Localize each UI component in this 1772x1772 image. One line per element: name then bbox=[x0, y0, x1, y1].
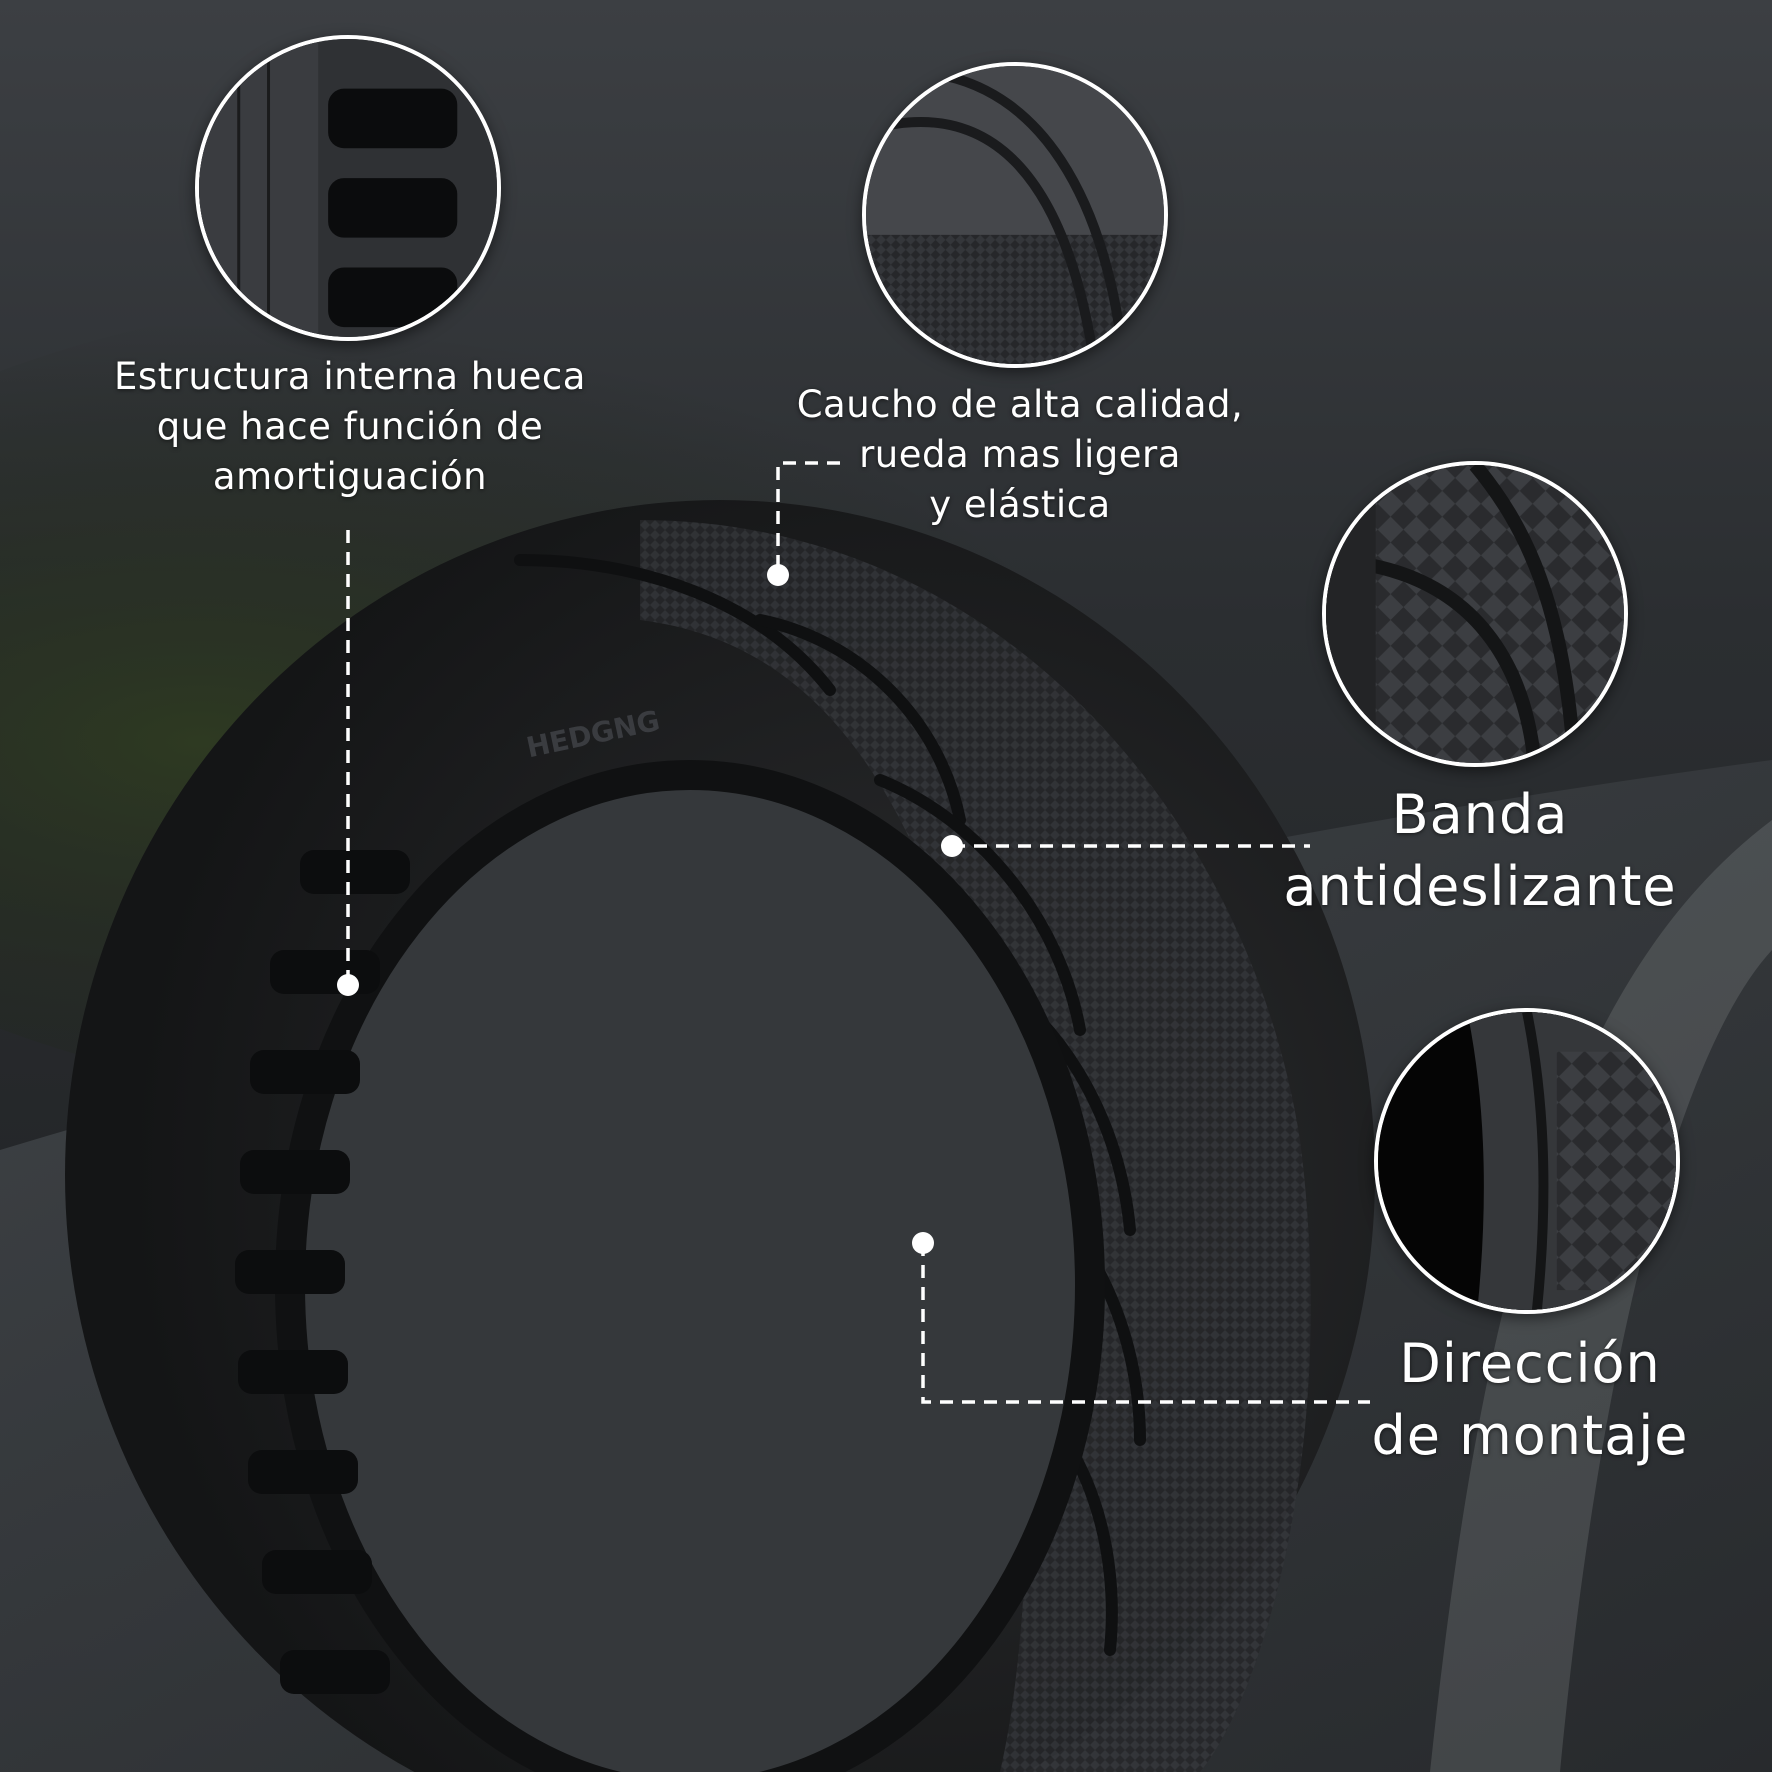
callout-antislip-band: Banda antideslizante bbox=[1260, 779, 1700, 923]
callout-line: que hace función de bbox=[156, 405, 544, 448]
zoom-rubber-quality bbox=[862, 62, 1168, 368]
zoom-mounting-direction bbox=[1374, 1008, 1680, 1314]
callout-line: y elástica bbox=[929, 483, 1111, 526]
callout-line: rueda mas ligera bbox=[859, 433, 1181, 476]
callout-line: amortiguación bbox=[212, 455, 488, 498]
tire-brand-emboss: HEDGNG bbox=[524, 704, 663, 764]
callout-line: Dirección bbox=[1399, 1332, 1661, 1395]
callout-line: Estructura interna hueca bbox=[114, 355, 586, 398]
callout-hollow-structure: Estructura interna hueca que hace funció… bbox=[80, 352, 620, 502]
callout-line: Caucho de alta calidad, bbox=[796, 383, 1244, 426]
zoom-antislip-band bbox=[1322, 461, 1628, 767]
tire-brand-text: HEDGNG bbox=[524, 704, 663, 764]
callout-rubber-quality: Caucho de alta calidad, rueda mas ligera… bbox=[760, 380, 1280, 530]
callout-line: Banda bbox=[1391, 783, 1569, 846]
callout-line: de montaje bbox=[1371, 1404, 1689, 1467]
callout-line: antideslizante bbox=[1283, 855, 1677, 918]
callout-mounting-direction: Dirección de montaje bbox=[1330, 1328, 1730, 1472]
zoom-hollow-structure bbox=[195, 35, 501, 341]
